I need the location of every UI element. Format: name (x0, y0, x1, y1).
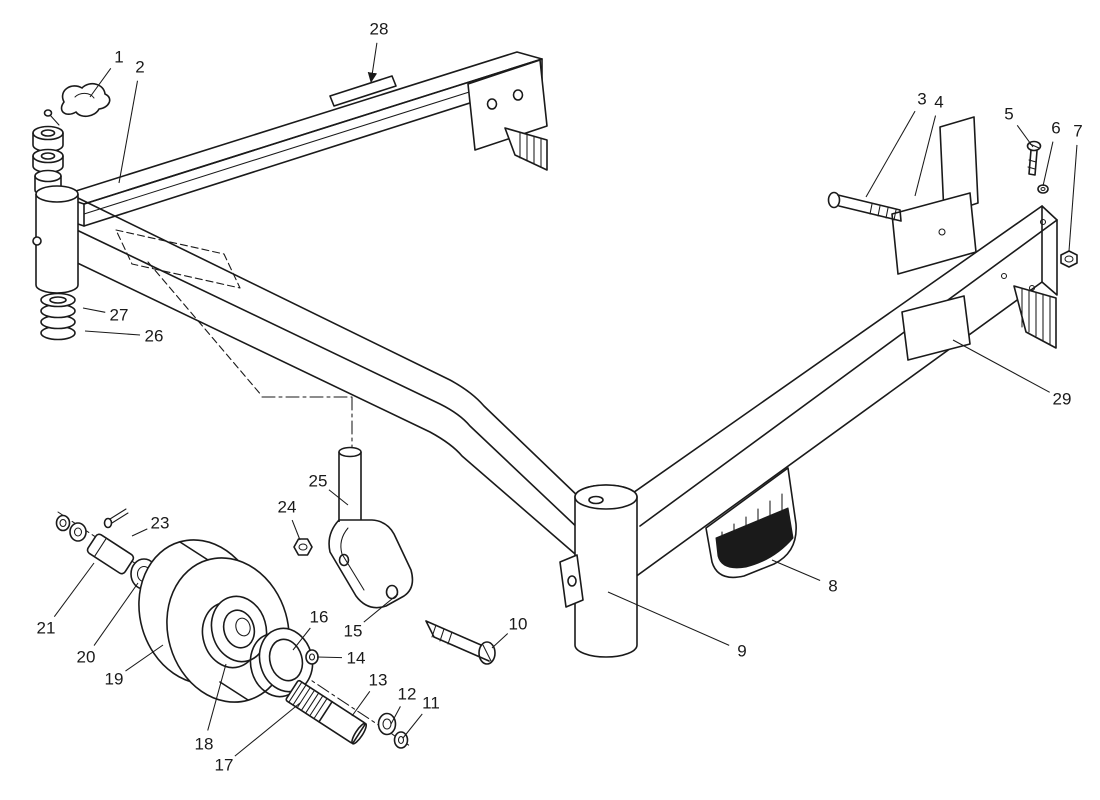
hitch-bracket (891, 116, 979, 275)
callout-leader-6 (1042, 141, 1054, 187)
callout-label-7: 7 (1073, 122, 1082, 141)
cotter-pin (109, 508, 129, 524)
callout-leader-18 (207, 663, 227, 731)
callout-leader-13 (351, 691, 371, 717)
callout-label-24: 24 (278, 498, 297, 517)
callout-leader-21 (53, 562, 95, 618)
callout-leader-29 (952, 339, 1050, 393)
callout-label-5: 5 (1004, 105, 1013, 124)
latch-clamp (43, 82, 111, 126)
callout-leader-28 (367, 42, 378, 84)
rail-end-gusset (504, 127, 548, 171)
left-post (32, 185, 79, 294)
callout-label-11: 11 (422, 694, 440, 713)
caster-wheel-assembly (55, 446, 496, 749)
callout-leader-7 (1068, 144, 1078, 252)
callout-label-17: 17 (215, 756, 234, 775)
callout-leader-15 (363, 593, 399, 623)
skid-foot (705, 467, 797, 579)
callout-label-10: 10 (509, 615, 528, 634)
tube-tab (559, 554, 584, 608)
callout-label-29: 29 (1053, 390, 1072, 409)
bushing-stack (32, 125, 64, 197)
callout-leader-23 (131, 528, 148, 537)
callout-label-4: 4 (934, 93, 943, 112)
callout-label-27: 27 (110, 306, 129, 325)
callout-leader-24 (291, 519, 301, 541)
callout-label-21: 21 (37, 619, 56, 638)
callout-leader-8 (771, 559, 821, 581)
axle-shaft (285, 679, 368, 745)
callout-leader-9 (607, 591, 730, 646)
callout-leader-19 (125, 644, 164, 672)
rail-end-plate (467, 59, 548, 151)
callout-label-13: 13 (369, 671, 388, 690)
washer-12 (377, 712, 397, 736)
callout-leader-27 (82, 307, 106, 313)
top-rail (59, 51, 548, 227)
callout-label-3: 3 (917, 90, 926, 109)
callout-label-6: 6 (1051, 119, 1060, 138)
callout-label-8: 8 (828, 577, 837, 596)
callout-leader-3 (865, 110, 916, 198)
callout-label-14: 14 (347, 649, 366, 668)
label-plate-29 (901, 295, 971, 361)
screw-5 (1026, 140, 1042, 176)
callout-label-28: 28 (370, 20, 389, 39)
callout-label-25: 25 (309, 472, 328, 491)
fork-nut (293, 538, 313, 556)
callout-label-23: 23 (151, 514, 170, 533)
caster-tube (559, 484, 638, 658)
callout-label-12: 12 (398, 685, 417, 704)
washer-rings-26-27 (40, 292, 76, 341)
washer-6 (1037, 184, 1049, 194)
callout-label-1: 1 (114, 48, 123, 67)
callout-leader-26 (84, 330, 141, 336)
callout-leader-25 (328, 489, 349, 506)
callout-leader-12 (390, 706, 401, 725)
bearing-cup (249, 627, 314, 698)
callout-label-15: 15 (344, 622, 363, 641)
frame-left-rail (43, 197, 583, 561)
callout-leader-16 (292, 627, 311, 651)
callout-label-18: 18 (195, 735, 214, 754)
caster-fork (328, 446, 414, 609)
callout-label-26: 26 (145, 327, 164, 346)
wheel (138, 539, 290, 703)
callout-leader-14 (316, 656, 343, 659)
callout-label-20: 20 (77, 648, 96, 667)
bracket-bolt (827, 191, 902, 222)
callout-leader-2 (118, 80, 139, 184)
end-gusset-foot (1013, 285, 1057, 349)
frame-right-rail (619, 205, 1058, 589)
callout-label-16: 16 (310, 608, 329, 627)
callout-label-19: 19 (105, 670, 124, 689)
callout-leader-20 (93, 582, 139, 646)
callout-leader-1 (89, 68, 112, 98)
washer-14 (305, 649, 319, 665)
pivot-bolt (425, 620, 496, 665)
callout-label-9: 9 (737, 642, 746, 661)
callout-leader-10 (491, 633, 509, 649)
construction-lines (115, 229, 353, 450)
skid-tread (715, 507, 794, 569)
callout-leader-5 (1016, 125, 1034, 148)
nut-7 (1060, 250, 1078, 268)
callout-label-2: 2 (135, 58, 144, 77)
callout-leader-17 (234, 702, 301, 757)
rail-top-plate (329, 75, 397, 107)
callout-leader-11 (402, 713, 423, 739)
callout-leader-4 (914, 115, 937, 197)
